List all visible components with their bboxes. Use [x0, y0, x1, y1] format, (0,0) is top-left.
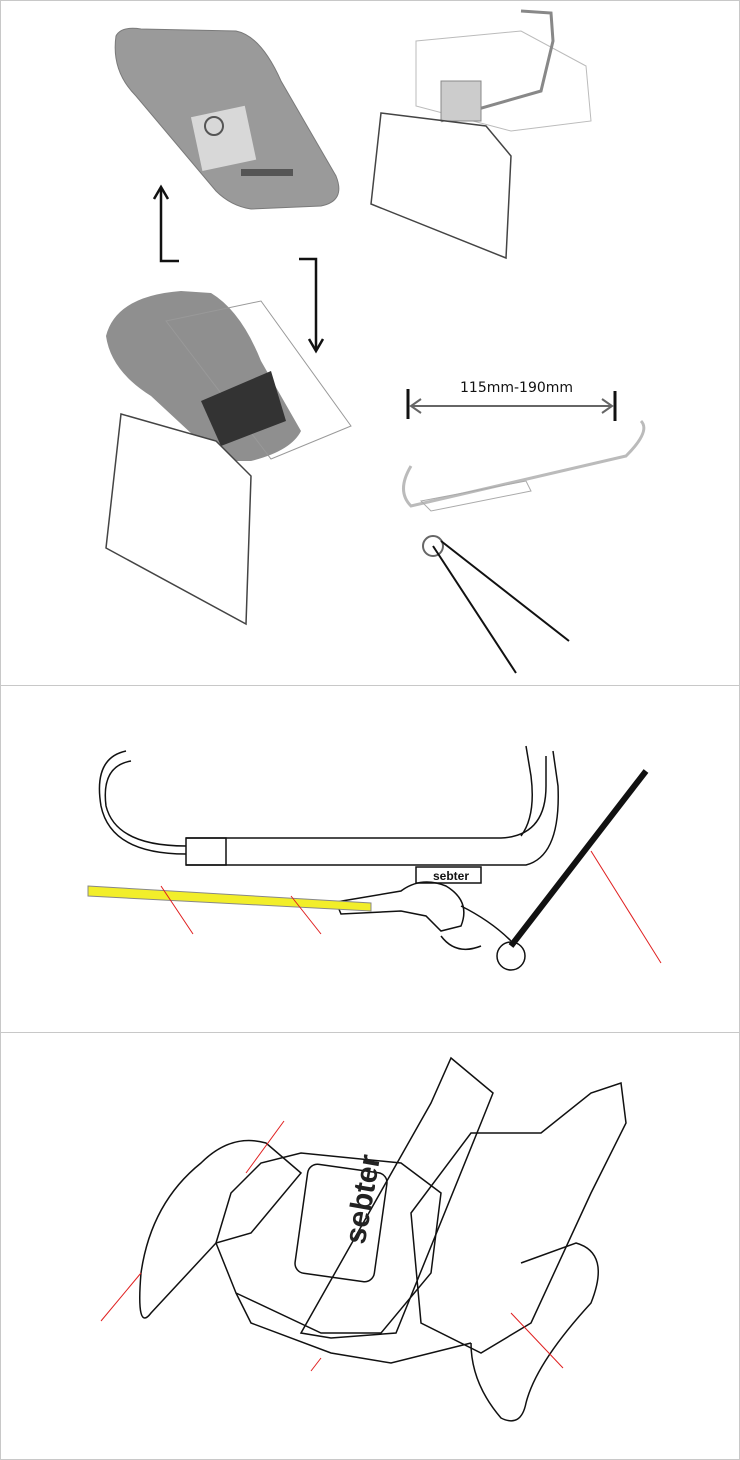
installation-steps-panel: 115mm-190mm: [0, 0, 740, 686]
installation-steps-diagram: 115mm-190mm: [105, 9, 646, 674]
mounted-visor-extender-image: [105, 291, 352, 626]
brand-label: sebter: [433, 869, 469, 883]
dimension-label: 115mm-190mm: [460, 380, 573, 396]
sun-visor-image: [114, 27, 340, 210]
width-dimension: 115mm-190mm: [406, 380, 617, 421]
clip-mechanism-outline: [139, 1056, 627, 1422]
callout-lines: [100, 1120, 564, 1372]
sun-visor-edge-highlight: [87, 885, 372, 912]
visor-extender-product-image: [370, 9, 592, 260]
side-view-panel: sebter: [0, 685, 740, 1033]
clip-detail-panel: sebter: [0, 1032, 740, 1460]
anti-glare-panel-edge: [508, 769, 649, 948]
side-view-diagram: sebter: [87, 745, 662, 971]
clip-side-image: [402, 419, 646, 674]
arrow-down-icon: [299, 257, 325, 354]
visor-clip-outline: [98, 745, 559, 971]
callout-lines: [160, 850, 662, 964]
clip-detail-diagram: sebter: [100, 1056, 627, 1422]
arrow-up-icon: [152, 184, 179, 263]
